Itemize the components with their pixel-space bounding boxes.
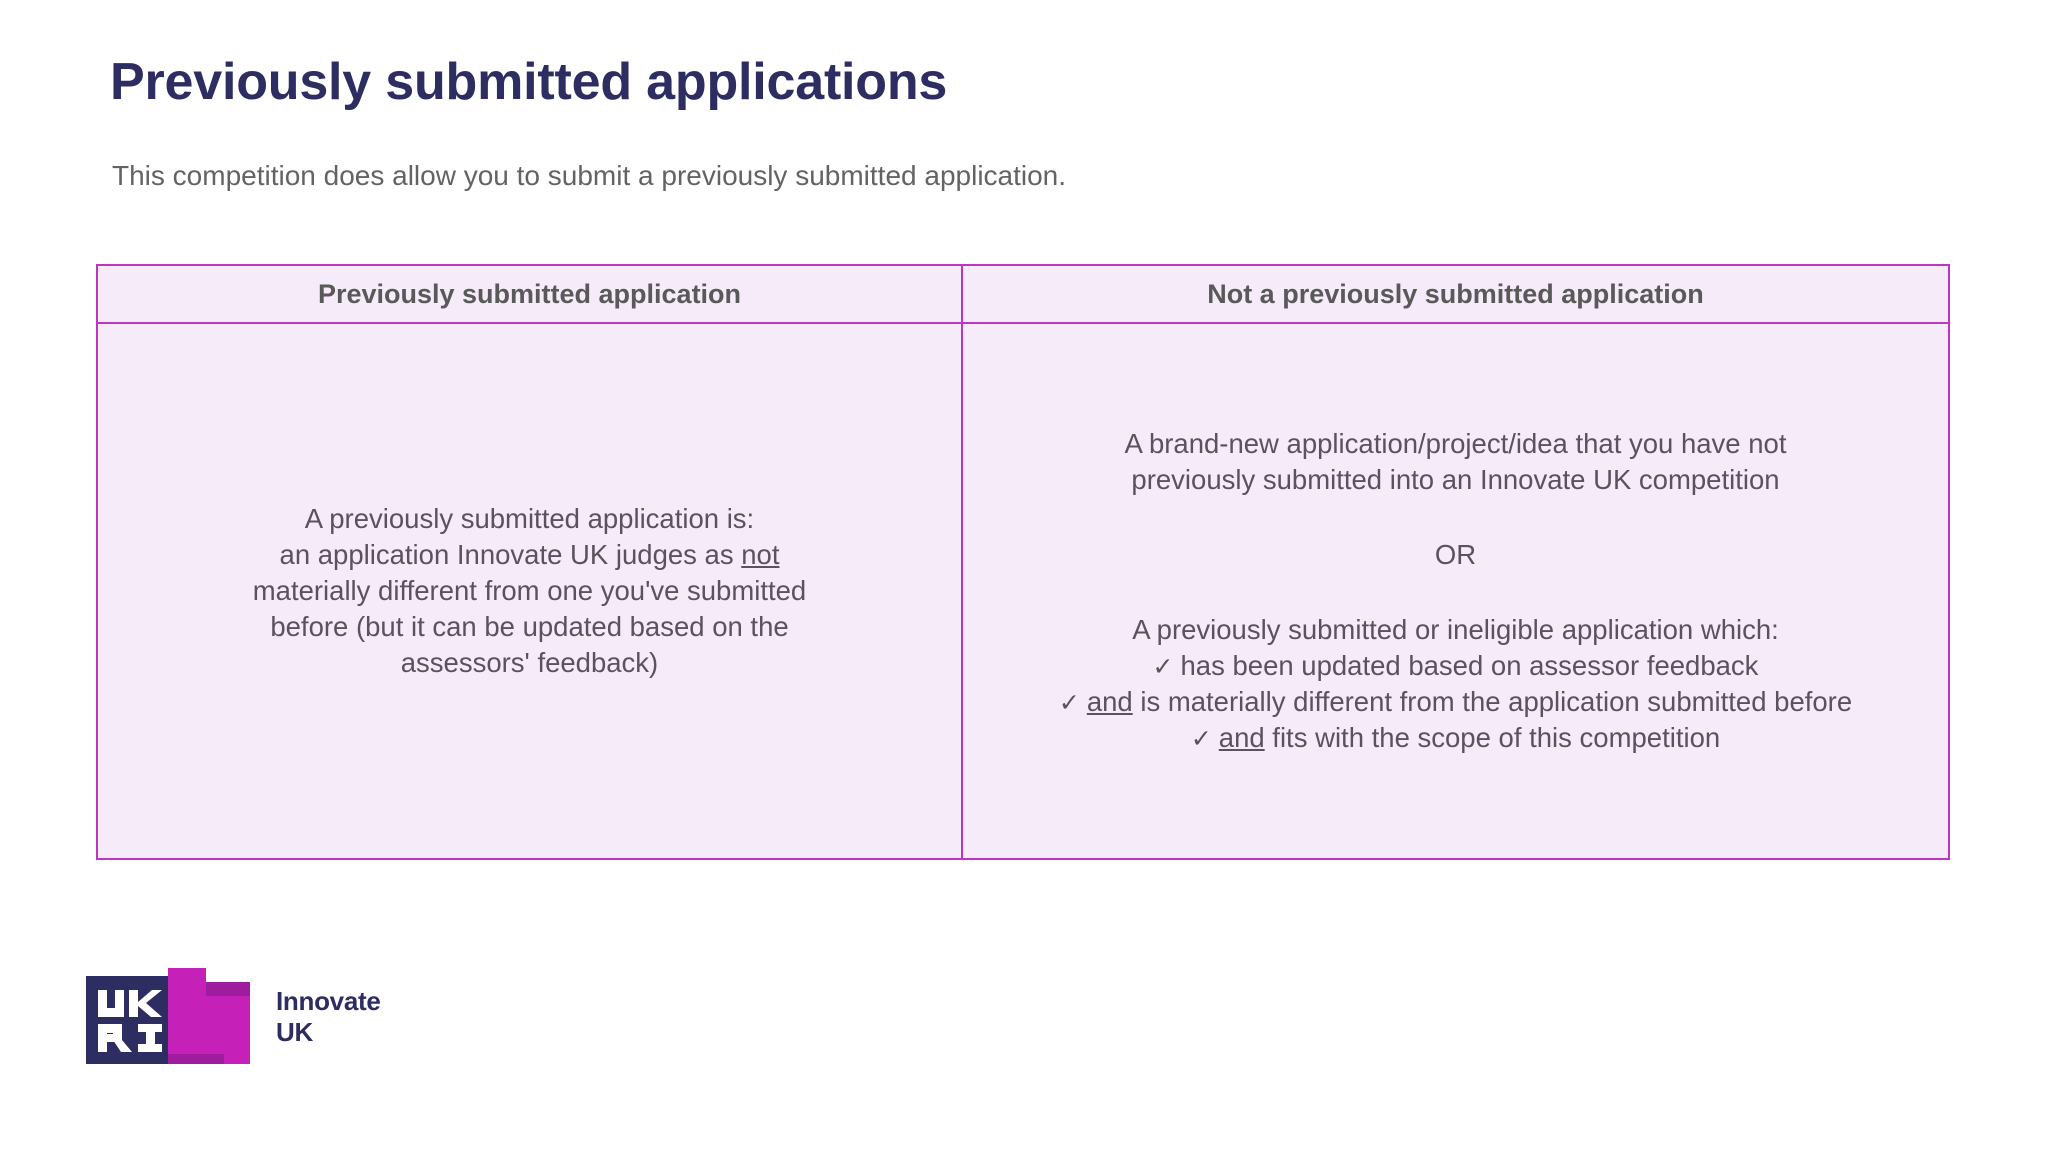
ukri-logo-icon — [86, 968, 250, 1064]
check-icon: ✓ — [1058, 689, 1080, 718]
table-header-row: Previously submitted application Not a p… — [96, 264, 1950, 324]
left-line-4: before (but it can be updated based on t… — [270, 611, 789, 642]
bullet-item-2-text: is materially different from the applica… — [1132, 686, 1853, 718]
bullet-item-2-underlined: and — [1086, 686, 1133, 718]
bullet-item-3-underlined: and — [1218, 722, 1265, 754]
right-second-intro: A previously submitted or ineligible app… — [1132, 613, 1779, 645]
right-cell-text: A brand-new application/project/idea tha… — [977, 426, 1934, 756]
left-cell-text: A previously submitted application is: a… — [112, 501, 947, 681]
bullet-item-2: ✓and is materially different from the ap… — [977, 684, 1934, 720]
right-intro-line-2: previously submitted into an Innovate UK… — [1131, 463, 1780, 495]
bullet-item-1: ✓has been updated based on assessor feed… — [977, 648, 1934, 684]
ukri-innovate-uk-logo: Innovate UK — [86, 968, 386, 1064]
left-line-3: materially different from one you've sub… — [252, 574, 807, 606]
bullet-item-3: ✓and fits with the scope of this competi… — [977, 720, 1934, 756]
bullet-item-1-text: has been updated based on assessor feedb… — [1180, 650, 1759, 681]
bullet-item-3-text: fits with the scope of this competition — [1264, 722, 1721, 754]
column-header-previously-submitted: Previously submitted application — [96, 264, 963, 324]
logo-wordmark: Innovate UK — [276, 986, 381, 1047]
left-line-2: an application Innovate UK judges as not — [112, 537, 947, 573]
logo-wordmark-line2: UK — [276, 1016, 313, 1047]
cell-not-previously-submitted: A brand-new application/project/idea tha… — [961, 322, 1950, 860]
spacer-above-or — [977, 498, 1934, 537]
check-icon: ✓ — [1152, 653, 1174, 681]
left-line-5: assessors' feedback) — [400, 647, 659, 679]
page-subtitle: This competition does allow you to submi… — [112, 160, 1067, 191]
logo-wordmark-line1: Innovate — [276, 986, 381, 1016]
left-line-2-underlined: not — [741, 538, 780, 570]
comparison-table: Previously submitted application Not a p… — [96, 264, 1950, 860]
column-header-not-previously-submitted: Not a previously submitted application — [961, 264, 1950, 324]
check-icon: ✓ — [1190, 725, 1212, 754]
cell-previously-submitted: A previously submitted application is: a… — [96, 322, 963, 860]
table-body-row: A previously submitted application is: a… — [96, 322, 1950, 860]
spacer-below-or — [977, 573, 1934, 612]
page-title: Previously submitted applications — [110, 53, 948, 111]
or-separator: OR — [1434, 538, 1477, 570]
right-intro-line-1: A brand-new application/project/idea tha… — [1124, 427, 1787, 459]
left-line-1: A previously submitted application is: — [304, 502, 755, 534]
left-line-2-prefix: an application Innovate UK judges as — [279, 538, 742, 570]
